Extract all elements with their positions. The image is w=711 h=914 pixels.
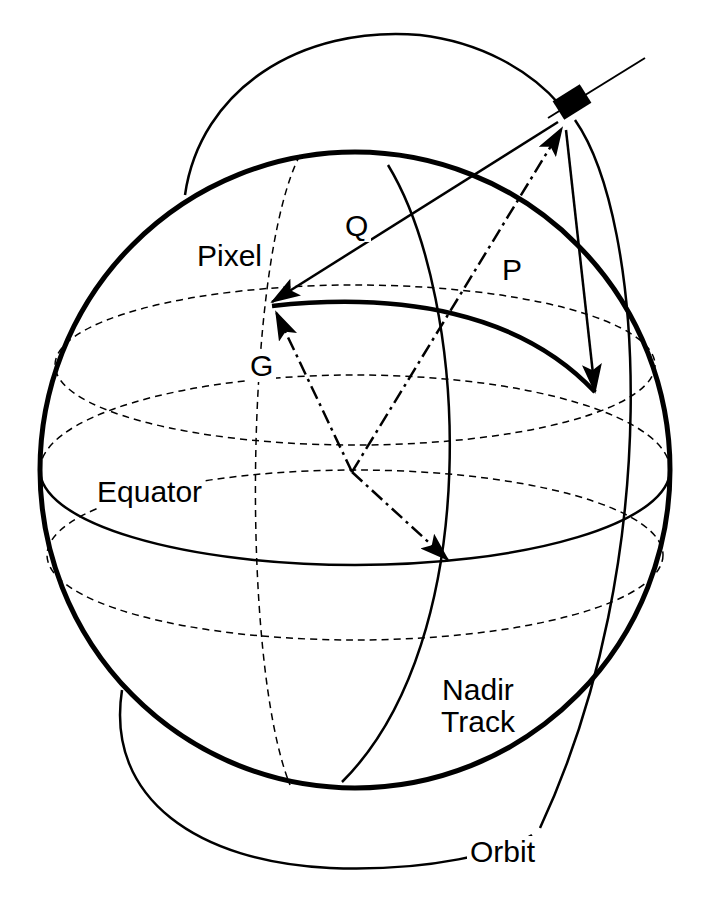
nadir-vector [566,130,595,392]
satellite [553,84,592,120]
centre-vector [352,472,448,560]
equator-label: Equator [94,476,205,508]
latitude-circle [47,470,663,640]
nadir-track [342,165,450,782]
equator-back [40,375,670,470]
vector-label: Q [342,210,371,242]
ground-vector [276,312,352,472]
latitude-circle [55,285,655,445]
track-label: Nadir Track [438,674,518,737]
look-vector [272,122,558,302]
position-vector [352,128,562,472]
vector-label: P [499,254,525,286]
pixel-label: Pixel [194,240,265,272]
equator-front [40,470,670,565]
earth-sphere [40,152,670,788]
orbit-label: Orbit [467,836,538,868]
ground-arc [272,302,595,392]
vector-label: G [247,350,276,382]
